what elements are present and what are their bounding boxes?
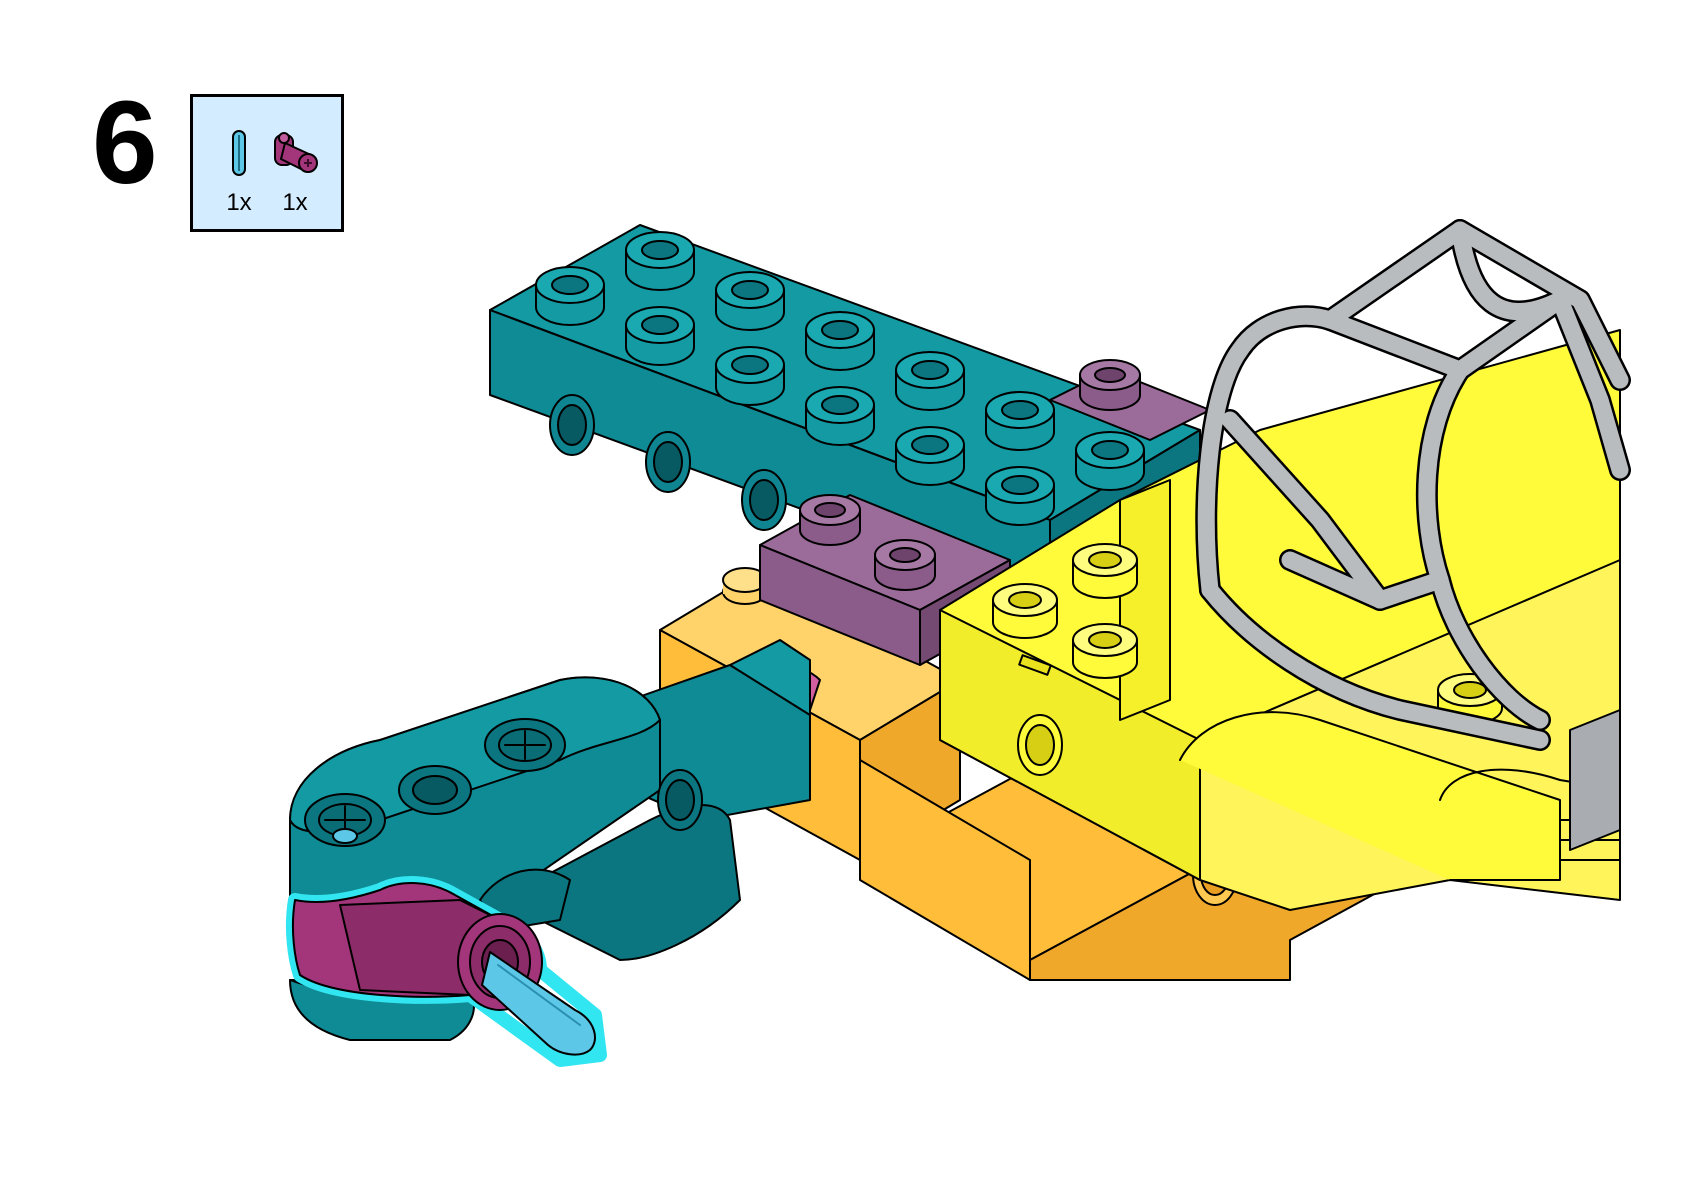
yellow-body-brick <box>939 329 1621 911</box>
light-blue-axle-pin-icon <box>232 130 246 176</box>
part-item: 1x <box>265 125 325 216</box>
part-item: 1x <box>209 125 269 216</box>
step-number: 6 <box>92 77 158 209</box>
part-count: 1x <box>282 189 308 216</box>
part-count: 1x <box>226 189 252 216</box>
new-parts-highlight <box>285 876 607 1067</box>
parts-list-box: 1x 1x <box>190 94 344 232</box>
gray-roll-cage <box>1195 219 1631 751</box>
magenta-axle-connector-icon <box>274 132 318 173</box>
